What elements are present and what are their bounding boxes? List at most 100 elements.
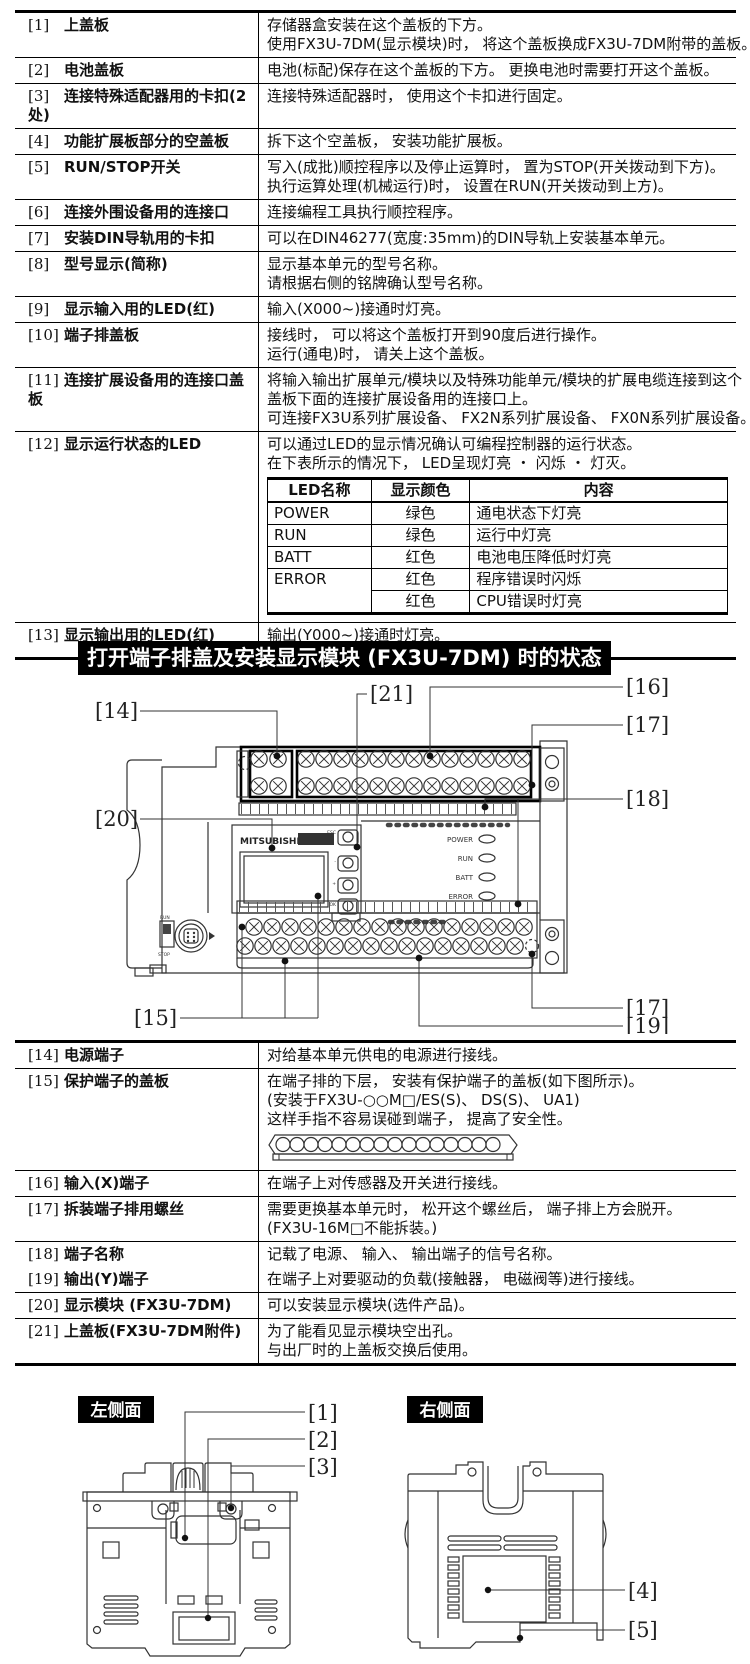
callout-17-bottom: [17] (528, 950, 669, 1020)
part-id: [10] (28, 326, 59, 344)
callout-4: [4] (484, 1579, 658, 1603)
svg-text:[1]: [1] (308, 1401, 338, 1425)
svg-text:右侧面: 右侧面 (420, 1400, 471, 1421)
table-row: [1] 上盖板 存储器盒安装在这个盖板的下方。 使用FX3U-7DM(显示模块)时… (15, 11, 750, 58)
led-name: POWER (267, 501, 372, 525)
svg-text:STOP: STOP (158, 952, 170, 958)
melsec-logo-block (298, 833, 334, 845)
svg-text:[3]: [3] (308, 1455, 338, 1479)
parts-table-1: [1] 上盖板 存储器盒安装在这个盖板的下方。 使用FX3U-7DM(显示模块)时… (15, 10, 750, 660)
table-row: [14]电源端子 对给基本单元供电的电源进行接线。 (15, 1041, 736, 1069)
part-desc: 使用FX3U-7DM(显示模块)时， 将这个盖板换成FX3U-7DM附带的盖板。 (267, 35, 750, 53)
part-id: [15] (28, 1072, 59, 1090)
part-id: [12] (28, 435, 59, 453)
callout-17-top: [17] (528, 713, 669, 789)
part-desc: 拆下这个空盖板， 安装功能扩展板。 (267, 132, 512, 150)
part-id: [6] (28, 203, 50, 221)
callout-16: [16] (426, 675, 669, 760)
brand-logo-text: MITSUBISHI (240, 837, 300, 847)
part-desc: (安装于FX3U-○○M□/ES(S)、 DS(S)、 UA1) (267, 1091, 580, 1109)
led-col-header: 显示颜色 (370, 478, 471, 503)
part-desc: 输出(Y000~)接通时灯亮。 (267, 626, 450, 644)
part-id: [1] (28, 16, 50, 34)
part-desc: 这样手指不容易误碰到端子， 提高了安全性。 (267, 1110, 572, 1128)
part-desc: 存储器盒安装在这个盖板的下方。 (267, 16, 493, 34)
part-id: [19] (28, 1270, 59, 1288)
parts-table-2: [14]电源端子 对给基本单元供电的电源进行接线。 [15] 保护端子的盖板 在端… (15, 1040, 736, 1366)
svg-text:OK: OK (330, 902, 338, 908)
top-right-bracket (539, 747, 565, 802)
part-desc: 在下表所示的情况下， LED呈现灯亮 ・ 闪烁 ・ 灯灭。 (267, 454, 636, 472)
part-desc: 将输入输出扩展单元/模块以及特殊功能单元/模块的扩展电缆连接到这个 (267, 371, 743, 389)
part-name: 保护端子的盖板 (64, 1072, 170, 1090)
part-desc: 记载了电源、 输入、 输出端子的信号名称。 (267, 1245, 562, 1263)
led-color: 绿色 (370, 501, 471, 525)
part-desc: 运行(通电)时， 请关上这个盖板。 (267, 345, 494, 363)
led-desc: 运行中灯亮 (469, 524, 728, 547)
led-name: RUN (267, 524, 372, 547)
led-label: ERROR (448, 893, 473, 901)
part-id: [16] (28, 1174, 59, 1192)
part-desc: 请根据右侧的铭牌确认型号名称。 (267, 274, 493, 292)
callout-14: [14] (95, 699, 281, 760)
table-row: [18]端子名称 记载了电源、 输入、 输出端子的信号名称。 (15, 1241, 736, 1267)
table-row: [21]上盖板(FX3U-7DM附件) 为了能看见显示模块空出孔。 与出厂时的上… (15, 1318, 736, 1365)
part-id: [8] (28, 255, 50, 273)
led-col-header: LED名称 (267, 478, 372, 503)
table-row: [9]显示输入用的LED(红) 输入(X000~)接通时灯亮。 (15, 296, 736, 323)
right-side-title: 右侧面 (407, 1396, 483, 1423)
table-row: [4]功能扩展板部分的空盖板 拆下这个空盖板， 安装功能扩展板。 (15, 128, 736, 155)
svg-text:[16]: [16] (626, 675, 669, 699)
callout-18: [18] (481, 787, 669, 908)
part-desc: 为了能看见显示模块空出孔。 (267, 1322, 463, 1340)
part-desc: 输入(X000~)接通时灯亮。 (267, 300, 451, 318)
part-name: 安装DIN导轨用的卡扣 (64, 229, 215, 247)
svg-text:[14]: [14] (95, 699, 138, 723)
part-name: 电池盖板 (64, 61, 125, 79)
svg-text:[15]: [15] (134, 1006, 177, 1030)
part-id: [2] (28, 61, 50, 79)
part-name: 输入(X)端子 (64, 1174, 150, 1192)
part-desc: 电池(标配)保存在这个盖板的下方。 更换电池时需要打开这个盖板。 (267, 61, 719, 79)
part-desc: 写入(成批)顺控程序以及停止运算时， 置为STOP(开关拨动到下方)。 (267, 158, 725, 176)
side-views-diagram: 左侧面 右侧面 (78, 1396, 658, 1657)
part-name: 显示运行状态的LED (64, 435, 202, 453)
led-desc: 程序错误时闪烁 (469, 568, 728, 591)
led-row: RUN 绿色 运行中灯亮 (267, 524, 728, 547)
led-color: 红色 (370, 568, 471, 591)
table-row: [2] 电池盖板 电池(标配)保存在这个盖板的下方。 更换电池时需要打开这个盖板。 (15, 57, 736, 84)
part-desc: 接线时， 可以将这个盖板打开到90度后进行操作。 (267, 326, 606, 344)
part-desc: 可以在DIN46277(宽度:35mm)的DIN导轨上安装基本单元。 (267, 229, 675, 247)
table-row: [7]安装DIN导轨用的卡扣 可以在DIN46277(宽度:35mm)的DIN导… (15, 225, 736, 252)
led-col-header: 内容 (469, 478, 728, 503)
part-desc: 在端子排的下层， 安装有保护端子的盖板(如下图所示)。 (267, 1072, 644, 1090)
part-id: [17] (28, 1200, 59, 1218)
part-name: 显示模块 (FX3U-7DM) (64, 1296, 232, 1314)
led-name: ERROR (267, 568, 372, 614)
bottom-terminal-block (236, 912, 540, 969)
svg-text:[17]: [17] (626, 996, 669, 1020)
svg-text:ESC: ESC (327, 830, 336, 836)
part-id: [21] (28, 1322, 59, 1340)
table-row: [17]拆装端子排用螺丝 需要更换基本单元时， 松开这个螺丝后， 端子排上方会脱… (15, 1196, 736, 1242)
part-id: [9] (28, 300, 50, 318)
run-stop-switch: RUN STOP (158, 915, 175, 958)
part-name: 功能扩展板部分的空盖板 (64, 132, 230, 150)
part-desc: 对给基本单元供电的电源进行接线。 (267, 1046, 508, 1064)
svg-text:+: + (332, 881, 336, 887)
terminal-cover-illustration (268, 1134, 518, 1161)
plc-body-outline (126, 740, 568, 977)
bottom-right-bracket (539, 919, 565, 974)
part-id: [13] (28, 626, 59, 644)
svg-text:[18]: [18] (626, 787, 669, 811)
led-color: 红色 (370, 590, 471, 614)
table-row: [5]RUN/STOP开关 写入(成批)顺控程序以及停止运算时， 置为STOP(… (15, 154, 736, 200)
part-name: 型号显示(简称) (64, 255, 168, 273)
table-row: [10]端子排盖板 接线时， 可以将这个盖板打开到90度后进行操作。 运行(通电… (15, 322, 736, 368)
right-side-view (404, 1461, 607, 1649)
part-desc: 可以安装显示模块(选件产品)。 (267, 1296, 474, 1314)
part-id: [18] (28, 1245, 59, 1263)
part-name: 上盖板 (64, 16, 110, 34)
part-id: [5] (28, 158, 50, 176)
